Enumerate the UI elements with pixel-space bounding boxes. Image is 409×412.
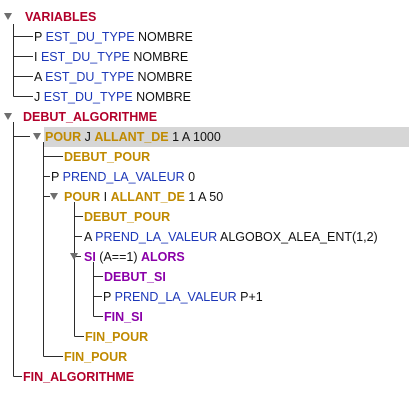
debut-si-label: DEBUT_SI: [104, 270, 166, 284]
tree-node-var-i[interactable]: I EST_DU_TYPE NOMBRE: [0, 47, 409, 67]
a-keyword: A: [181, 130, 190, 144]
loop-var: J: [84, 130, 91, 144]
tree-node-a-assign[interactable]: A PREND_LA_VALEUR ALGOBOX_ALEA_ENT(1,2): [0, 227, 409, 247]
assign-var: P: [103, 290, 112, 304]
tree-node-debut-si[interactable]: DEBUT_SI: [0, 267, 409, 287]
var-type: NOMBRE: [137, 70, 193, 84]
var-keyword: EST_DU_TYPE: [43, 90, 133, 104]
selection-highlight: [44, 127, 409, 147]
assign-value: 0: [188, 170, 196, 184]
tree-node-debut-pour-2[interactable]: DEBUT_POUR: [0, 207, 409, 227]
var-type: NOMBRE: [138, 30, 193, 44]
assign-var: A: [84, 230, 92, 244]
debut-pour-label: DEBUT_POUR: [84, 210, 171, 224]
pour-keyword: POUR: [64, 190, 101, 204]
prend-la-valeur-keyword: PREND_LA_VALEUR: [114, 290, 237, 304]
var-type: NOMBRE: [136, 90, 192, 104]
prend-la-valeur-keyword: PREND_LA_VALEUR: [95, 230, 218, 244]
loop-from: 1: [188, 190, 196, 204]
collapse-triangle-icon[interactable]: [4, 113, 12, 120]
tree-node-variables[interactable]: VARIABLES: [0, 7, 409, 27]
tree-node-var-a[interactable]: A EST_DU_TYPE NOMBRE: [0, 67, 409, 87]
si-keyword: SI: [84, 250, 96, 264]
var-name: P: [34, 30, 43, 44]
pour-keyword: POUR: [45, 130, 82, 144]
debut-algorithme-label: DEBUT_ALGORITHME: [23, 110, 158, 124]
tree-node-fin-si[interactable]: FIN_SI: [0, 307, 409, 327]
collapse-triangle-icon[interactable]: [50, 193, 58, 200]
tree-node-p-init[interactable]: P PREND_LA_VALEUR 0: [0, 167, 409, 187]
fin-pour-label: FIN_POUR: [85, 330, 149, 344]
loop-var: I: [103, 190, 108, 204]
var-keyword: EST_DU_TYPE: [45, 70, 135, 84]
var-name: J: [34, 90, 41, 104]
prend-la-valeur-keyword: PREND_LA_VALEUR: [62, 170, 185, 184]
tree-node-debut-pour-1[interactable]: DEBUT_POUR: [0, 147, 409, 167]
fin-pour-label: FIN_POUR: [64, 350, 128, 364]
tree-node-fin-pour-1[interactable]: FIN_POUR: [0, 347, 409, 367]
debut-pour-label: DEBUT_POUR: [64, 150, 151, 164]
alors-keyword: ALORS: [141, 250, 185, 264]
si-condition: (A==1): [99, 250, 138, 264]
tree-node-debut-algorithme[interactable]: DEBUT_ALGORITHME: [0, 107, 409, 127]
a-keyword: A: [198, 190, 206, 204]
assign-var: P: [51, 170, 60, 184]
var-type: NOMBRE: [133, 50, 189, 64]
collapse-triangle-icon[interactable]: [70, 253, 78, 260]
tree-node-var-j[interactable]: J EST_DU_TYPE NOMBRE: [0, 87, 409, 107]
tree-node-pour-j[interactable]: POUR J ALLANT_DE 1 A 1000: [0, 127, 409, 147]
var-name: I: [34, 50, 38, 64]
tree-node-p-incr[interactable]: P PREND_LA_VALEUR P+1: [0, 287, 409, 307]
loop-to: 1000: [193, 130, 221, 144]
var-name: A: [34, 70, 42, 84]
allant-de-keyword: ALLANT_DE: [110, 190, 185, 204]
tree-node-fin-algorithme[interactable]: FIN_ALGORITHME: [0, 367, 409, 387]
fin-algorithme-label: FIN_ALGORITHME: [23, 370, 135, 384]
loop-to: 50: [209, 190, 224, 204]
collapse-triangle-icon[interactable]: [33, 133, 41, 140]
var-keyword: EST_DU_TYPE: [40, 50, 130, 64]
tree-node-si[interactable]: SI (A==1) ALORS: [0, 247, 409, 267]
var-keyword: EST_DU_TYPE: [45, 30, 135, 44]
assign-value: ALGOBOX_ALEA_ENT(1,2): [219, 230, 378, 244]
variables-label: VARIABLES: [25, 10, 97, 24]
tree-node-fin-pour-2[interactable]: FIN_POUR: [0, 327, 409, 347]
loop-from: 1: [172, 130, 180, 144]
assign-value: P+1: [240, 290, 263, 304]
tree-node-pour-i[interactable]: POUR I ALLANT_DE 1 A 50: [0, 187, 409, 207]
allant-de-keyword: ALLANT_DE: [94, 130, 169, 144]
fin-si-label: FIN_SI: [104, 310, 143, 324]
tree-node-var-p[interactable]: P EST_DU_TYPE NOMBRE: [0, 27, 409, 47]
collapse-triangle-icon[interactable]: [4, 13, 12, 20]
